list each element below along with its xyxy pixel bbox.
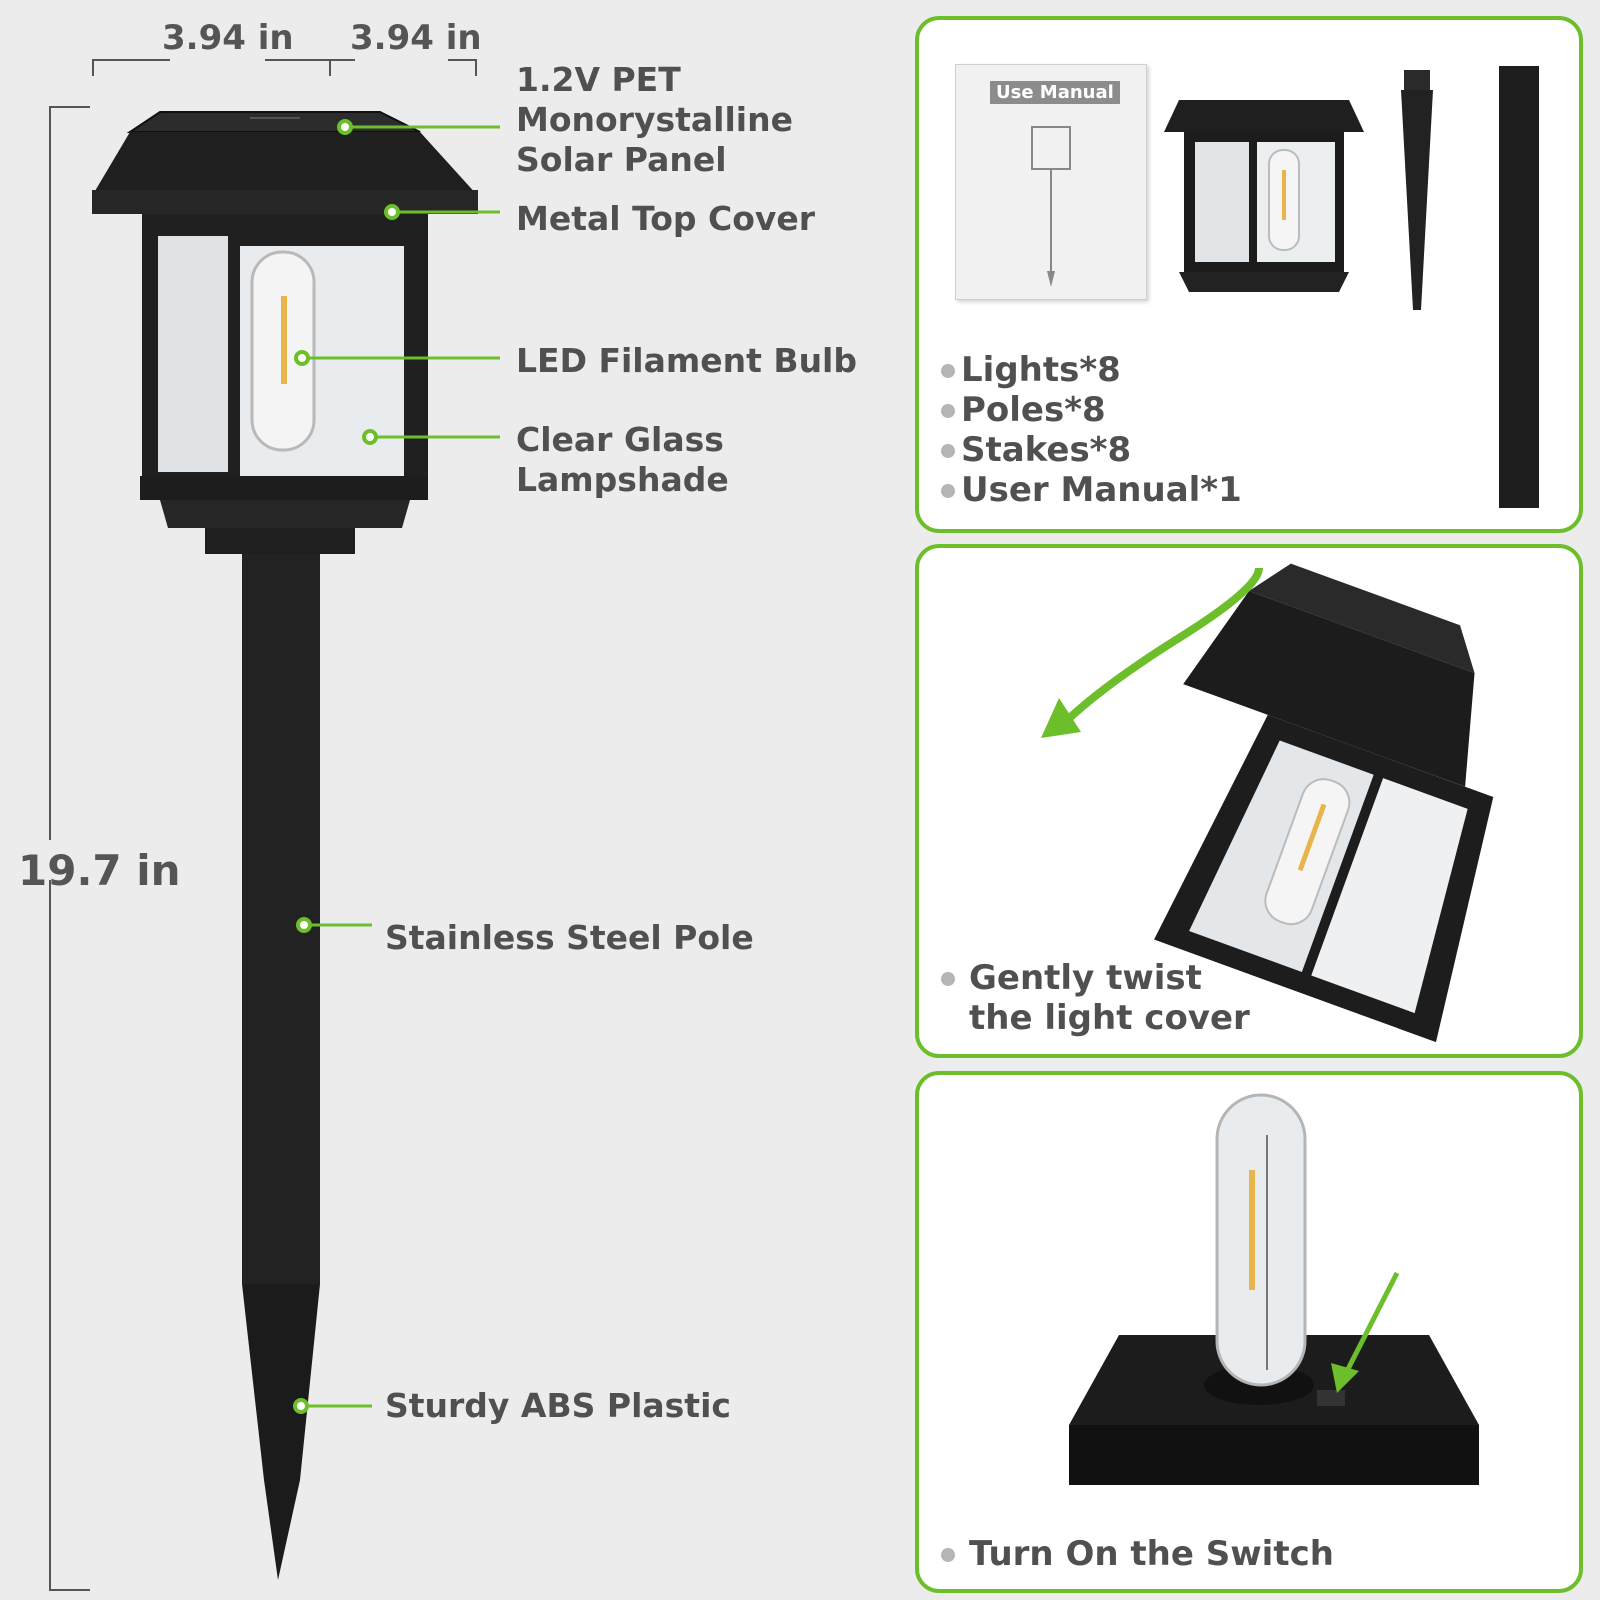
switch-note: Turn On the Switch: [941, 1534, 1334, 1574]
callout-dots: [293, 119, 400, 1414]
manual-tag: Use Manual: [990, 81, 1120, 104]
contents-list: Lights*8 Poles*8 Stakes*8 User Manual*1: [941, 350, 1242, 510]
package-items-illustration: [1164, 66, 1539, 508]
twist-instruction-panel: Gently twist the light cover: [915, 544, 1583, 1058]
callout-leaders: [301, 125, 500, 1408]
width-dimension-right: 3.94 in: [350, 18, 482, 58]
twist-arrow-icon: [1056, 567, 1263, 731]
lamp-base-shape: [1069, 1335, 1479, 1485]
callout-lampshade: Clear Glass Lampshade: [516, 420, 729, 499]
switch-illustration: [1069, 1093, 1479, 1485]
lamp-head: [92, 111, 478, 554]
list-item: Stakes*8: [941, 430, 1242, 470]
callout-top-cover: Metal Top Cover: [516, 199, 816, 238]
switch-instruction-panel: Turn On the Switch: [915, 1071, 1583, 1593]
callout-solar-panel: 1.2V PET Monorystalline Solar Panel: [516, 60, 793, 179]
lamp-illustration: [49, 59, 500, 1591]
callout-stake: Sturdy ABS Plastic: [385, 1386, 731, 1425]
list-item: User Manual*1: [941, 470, 1242, 510]
package-contents-panel: Use Manual Lights*8 Poles*8 Stakes*8 Use…: [915, 16, 1583, 533]
dimension-lines: [49, 59, 477, 1591]
switch-shape: [1317, 1390, 1345, 1406]
callout-bulb: LED Filament Bulb: [516, 341, 857, 380]
pole-item: [1499, 66, 1539, 508]
stake-item: [1401, 70, 1433, 310]
bulb-shape: [1215, 1093, 1307, 1387]
twist-illustration: [1041, 563, 1494, 1043]
width-dimension-left: 3.94 in: [162, 18, 294, 58]
switch-arrow-icon: [1342, 1271, 1400, 1377]
list-item: Lights*8: [941, 350, 1242, 390]
list-item: Poles*8: [941, 390, 1242, 430]
manual-lamp-sketch: [1031, 126, 1071, 287]
stake-shape: [242, 1284, 320, 1580]
user-manual-image: Use Manual: [955, 64, 1147, 300]
lamp-head-item: [1164, 100, 1364, 292]
height-dimension: 19.7 in: [18, 846, 181, 895]
callout-pole: Stainless Steel Pole: [385, 918, 754, 957]
twist-note: Gently twist the light cover: [941, 958, 1250, 1038]
